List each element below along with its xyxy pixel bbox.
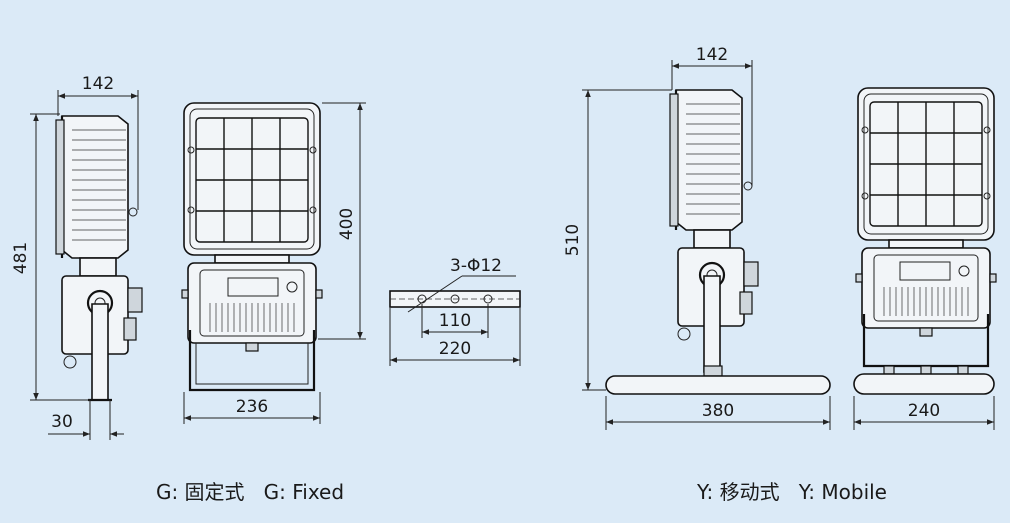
- dim-label: 220: [439, 339, 471, 359]
- mobile-side-view: [605, 89, 831, 395]
- dim-label: 510: [563, 224, 583, 256]
- dim-label: 142: [82, 74, 114, 94]
- dim-label: 3-Φ12: [450, 256, 502, 276]
- dim-label: 236: [236, 397, 268, 417]
- bracket-detail: 3-Φ12: [389, 256, 521, 313]
- dim-bracket-length: 220: [389, 308, 521, 366]
- fixed-front-view: [181, 102, 323, 392]
- dim-label: 30: [51, 412, 73, 432]
- caption-fixed: G: 固定式 G: Fixed: [156, 480, 344, 504]
- dim-fixed-lamp-height: 400: [318, 102, 366, 340]
- caption-mobile: Y: 移动式 Y: Mobile: [696, 480, 887, 504]
- dim-fixed-total-height: 481: [11, 113, 90, 401]
- dim-fixed-side-width: 142: [57, 74, 139, 210]
- dim-bracket-hole-pitch: 110: [421, 304, 489, 338]
- dim-label: 400: [337, 208, 357, 240]
- dim-mobile-side-width: 142: [671, 45, 753, 186]
- dim-label: 142: [696, 45, 728, 65]
- dim-label: 380: [702, 401, 734, 421]
- dim-fixed-front-width: 236: [183, 392, 321, 424]
- dim-label: 240: [908, 401, 940, 421]
- dim-mobile-total-height: 510: [563, 89, 672, 391]
- dim-label: 481: [11, 242, 31, 274]
- dim-mobile-base-length: 380: [605, 396, 831, 430]
- dim-label: 110: [439, 311, 471, 331]
- dim-fixed-bracket-width: 30: [48, 400, 124, 440]
- mobile-front-view: [853, 87, 997, 395]
- fixed-side-view: [55, 115, 143, 402]
- dim-mobile-front-width: 240: [853, 396, 995, 430]
